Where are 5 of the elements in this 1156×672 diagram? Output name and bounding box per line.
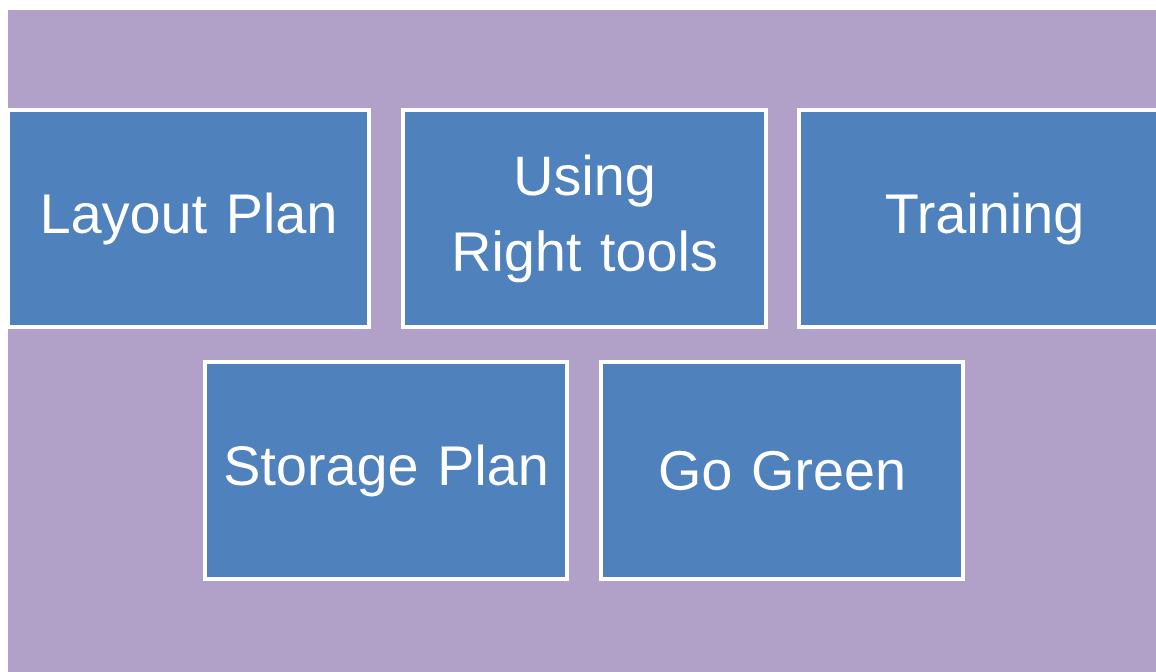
process-box: Layout Plan [6,108,371,329]
process-box: Training [797,108,1156,329]
process-box: Storage Plan [203,360,569,581]
process-box: Using Right tools [401,108,768,329]
process-box: Go Green [599,360,965,581]
